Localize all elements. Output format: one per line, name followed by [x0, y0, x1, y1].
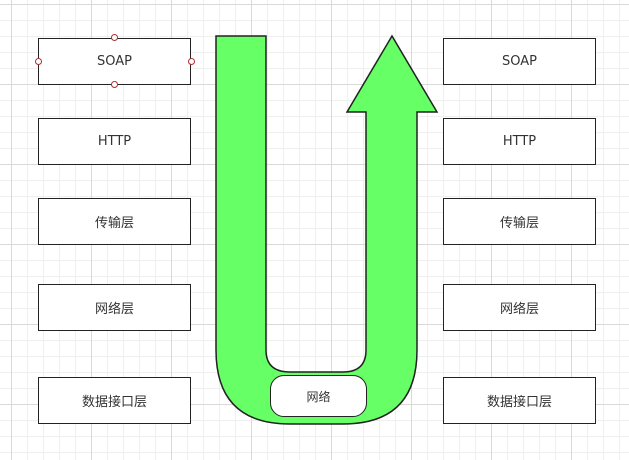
selection-handle[interactable]	[111, 81, 118, 88]
layer-label: 传输层	[94, 216, 134, 231]
left-layer-network[interactable]: 网络层	[38, 284, 191, 331]
layer-label: 数据接口层	[81, 395, 147, 410]
right-layer-soap[interactable]: SOAP	[443, 38, 596, 85]
layer-label: 传输层	[499, 216, 539, 231]
left-layer-data-interface[interactable]: 数据接口层	[38, 377, 191, 424]
network-label: 网络	[306, 389, 331, 404]
layer-label: SOAP	[97, 54, 132, 69]
left-layer-http[interactable]: HTTP	[38, 118, 191, 165]
selection-handle[interactable]	[35, 58, 42, 65]
selection-handle[interactable]	[111, 34, 118, 41]
layer-label: 网络层	[94, 302, 134, 317]
left-layer-transport[interactable]: 传输层	[38, 198, 191, 245]
right-layer-transport[interactable]: 传输层	[443, 198, 596, 245]
right-layer-http[interactable]: HTTP	[443, 118, 596, 165]
right-layer-network[interactable]: 网络层	[443, 284, 596, 331]
selection-handle[interactable]	[188, 58, 195, 65]
layer-label: 网络层	[499, 302, 539, 317]
left-layer-soap[interactable]: SOAP	[38, 38, 191, 85]
layer-label: SOAP	[502, 54, 537, 69]
layer-label: HTTP	[97, 134, 132, 149]
layer-label: 数据接口层	[486, 395, 552, 410]
layer-label: HTTP	[502, 134, 537, 149]
right-layer-data-interface[interactable]: 数据接口层	[443, 377, 596, 424]
network-path-label[interactable]: 网络	[270, 375, 367, 417]
